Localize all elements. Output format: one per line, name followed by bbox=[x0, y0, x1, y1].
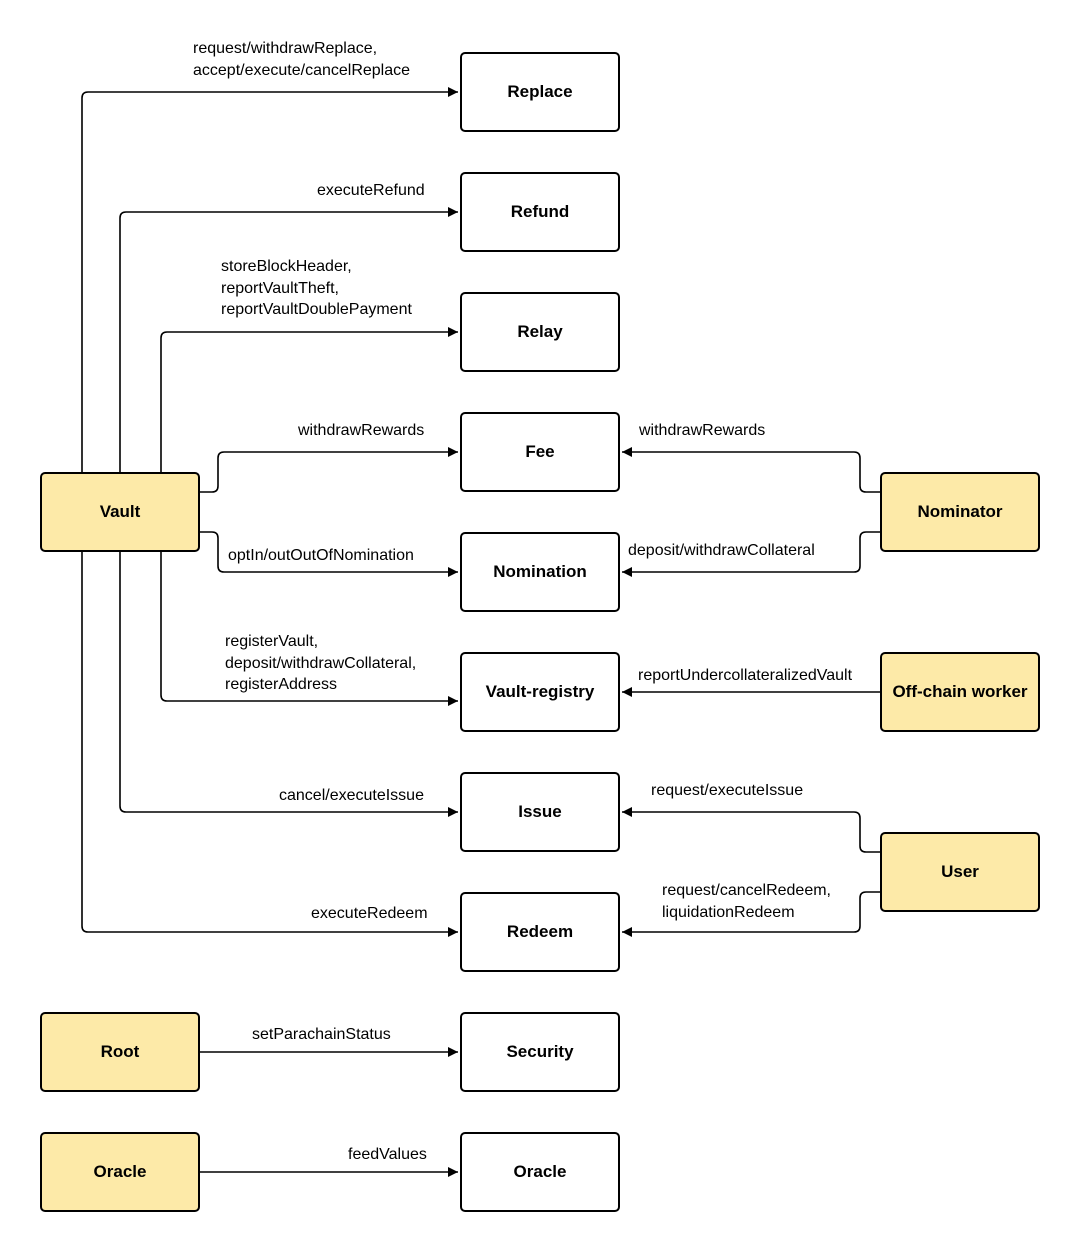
refund-module[interactable]: Refund bbox=[460, 172, 620, 252]
edge-vault-relay bbox=[160, 327, 458, 472]
edge-label-nominator-fee: withdrawRewards bbox=[639, 420, 765, 442]
edge-label-line: reportVaultTheft, bbox=[221, 279, 339, 297]
edge-label-root-security: setParachainStatus bbox=[252, 1024, 391, 1046]
edge-label-line: accept/execute/cancelReplace bbox=[193, 61, 411, 79]
edge-label-relay: storeBlockHeader, reportVaultTheft, repo… bbox=[221, 256, 412, 321]
edge-label-line: registerAddress bbox=[225, 676, 338, 693]
edge-label-vault-issue: cancel/executeIssue bbox=[279, 785, 424, 807]
edge-label-line: request/withdrawReplace, bbox=[193, 40, 378, 57]
security-module[interactable]: Security bbox=[460, 1012, 620, 1092]
edge-label-vault-fee: withdrawRewards bbox=[298, 420, 424, 442]
redeem-module[interactable]: Redeem bbox=[460, 892, 620, 972]
edge-label-line: optIn/outOutOfNomination bbox=[228, 547, 414, 564]
edge-vault-nomination bbox=[200, 531, 458, 577]
edge-label-replace: request/withdrawReplace, accept/execute/… bbox=[193, 38, 410, 81]
nomination-module[interactable]: Nomination bbox=[460, 532, 620, 612]
edge-label-nominator-nomination: deposit/withdrawCollateral bbox=[628, 540, 815, 562]
edge-label-vault-redeem: executeRedeem bbox=[311, 903, 428, 925]
edge-label-line: liquidationRedeem bbox=[662, 903, 795, 921]
fee-module[interactable]: Fee bbox=[460, 412, 620, 492]
edge-vault-replace bbox=[81, 87, 458, 472]
edge-label-line: cancel/executeIssue bbox=[279, 787, 424, 804]
edge-label-vault-nomination: optIn/outOutOfNomination bbox=[228, 545, 414, 567]
edge-label-line: registerVault, bbox=[225, 633, 319, 650]
edge-label-refund: executeRefund bbox=[317, 180, 425, 202]
edge-label-line: request/executeIssue bbox=[651, 782, 804, 799]
edge-user-issue bbox=[622, 807, 880, 853]
edge-label-line: deposit/withdrawCollateral, bbox=[225, 654, 417, 672]
relay-module[interactable]: Relay bbox=[460, 292, 620, 372]
oracle-module[interactable]: Oracle bbox=[460, 1132, 620, 1212]
edge-label-line: storeBlockHeader, bbox=[221, 258, 352, 275]
edge-label-user-issue: request/executeIssue bbox=[651, 780, 803, 802]
edge-label-line: feedValues bbox=[348, 1146, 427, 1163]
edge-label-line: executeRedeem bbox=[311, 905, 428, 922]
edge-nominator-nomination bbox=[622, 531, 880, 577]
edge-label-line: deposit/withdrawCollateral bbox=[628, 542, 815, 559]
edge-vault-redeem bbox=[81, 552, 458, 937]
edge-label-oracle-feed: feedValues bbox=[348, 1144, 427, 1166]
edge-vault-issue bbox=[119, 552, 458, 817]
edge-user-redeem bbox=[622, 891, 880, 937]
edge-label-vault-registry: registerVault, deposit/withdrawCollatera… bbox=[225, 631, 416, 696]
edge-label-line: reportUndercollateralizedVault bbox=[638, 667, 853, 684]
root-actor[interactable]: Root bbox=[40, 1012, 200, 1092]
edge-label-line: request/cancelRedeem, bbox=[662, 882, 831, 899]
issue-module[interactable]: Issue bbox=[460, 772, 620, 852]
offchain-worker-actor[interactable]: Off-chain worker bbox=[880, 652, 1040, 732]
edge-label-offchain-registry: reportUndercollateralizedVault bbox=[638, 665, 852, 687]
oracle-actor[interactable]: Oracle bbox=[40, 1132, 200, 1212]
edge-label-line: setParachainStatus bbox=[252, 1026, 391, 1043]
edge-vault-registry bbox=[160, 552, 458, 706]
edge-label-line: withdrawRewards bbox=[298, 422, 425, 439]
edge-label-line: withdrawRewards bbox=[639, 422, 766, 439]
edge-vault-fee bbox=[200, 447, 458, 493]
user-actor[interactable]: User bbox=[880, 832, 1040, 912]
replace-module[interactable]: Replace bbox=[460, 52, 620, 132]
edge-label-line: reportVaultDoublePayment bbox=[221, 301, 412, 318]
edge-nominator-fee bbox=[622, 447, 880, 493]
edge-label-line: executeRefund bbox=[317, 182, 425, 199]
edge-label-user-redeem: request/cancelRedeem, liquidationRedeem bbox=[662, 880, 831, 923]
nominator-actor[interactable]: Nominator bbox=[880, 472, 1040, 552]
vault-actor[interactable]: Vault bbox=[40, 472, 200, 552]
edge-vault-refund bbox=[119, 207, 458, 472]
vault-registry-module[interactable]: Vault-registry bbox=[460, 652, 620, 732]
